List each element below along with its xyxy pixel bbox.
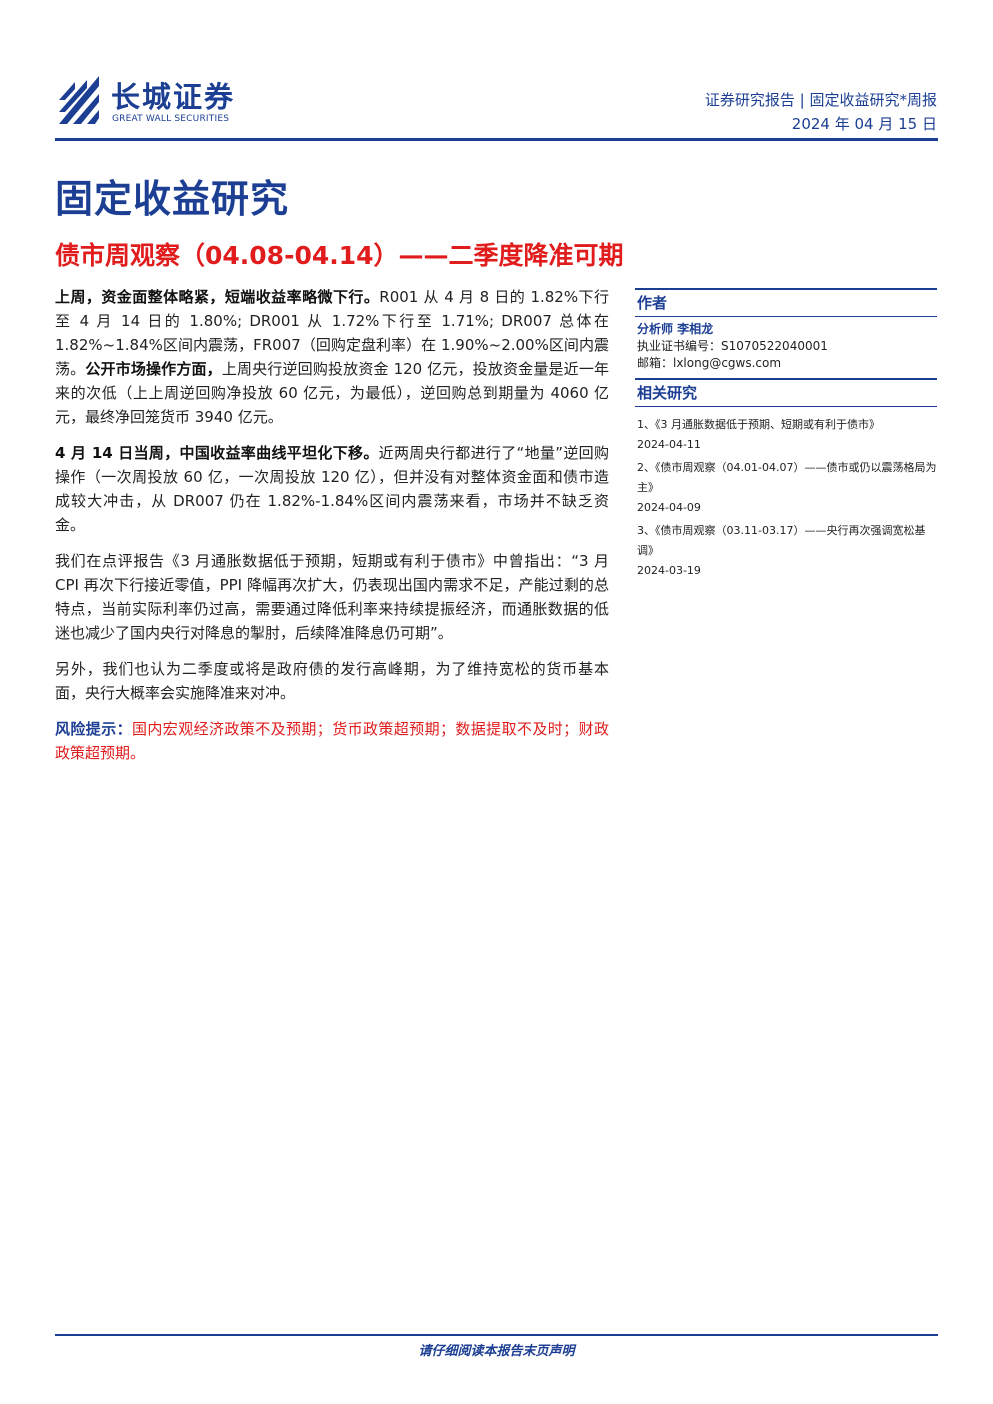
risk-warning: 风险提示：国内宏观经济政策不及预期；货币政策超预期；数据提取不及时；财政政策超预… (55, 717, 609, 765)
related-item[interactable]: 2、《债市周观察（04.01-04.07）——债市或仍以震荡格局为主》 2024… (637, 458, 937, 518)
related-item-date: 2024-04-09 (637, 501, 701, 514)
related-list: 1、《3 月通胀数据低于预期、短期或有利于债市》 2024-04-11 2、《债… (635, 407, 937, 581)
header-meta: 证券研究报告 | 固定收益研究*周报 2024 年 04 月 15 日 (705, 88, 937, 136)
footer-disclaimer: 请仔细阅读本报告末页声明 (418, 1344, 575, 1359)
paragraph-omo-lead: 公开市场操作方面， (85, 360, 222, 378)
brand-logo: 长城证券 GREAT WALL SECURITIES (55, 72, 275, 132)
analyst-email[interactable]: 邮箱：lxlong@cgws.com (637, 356, 782, 370)
risk-label: 风险提示： (55, 720, 132, 738)
related-item-date: 2024-03-19 (637, 564, 701, 577)
related-item-title: 2、《债市周观察（04.01-04.07）——债市或仍以震荡格局为主》 (637, 461, 937, 494)
risk-text: 国内宏观经济政策不及预期；货币政策超预期；数据提取不及时；财政政策超预期。 (55, 720, 609, 762)
paragraph-funds-text: R001 从 4 月 8 日的 1.82%下行至 4 月 14 日的 1.80%… (55, 288, 609, 378)
related-item-title: 1、《3 月通胀数据低于预期、短期或有利于债市》 (637, 418, 880, 431)
paragraph-funds: 上周，资金面整体略紧，短端收益率略微下行。R001 从 4 月 8 日的 1.8… (55, 285, 609, 429)
brand-name-cn: 长城证券 (111, 80, 236, 114)
sidebar: 作者 分析师 李相龙 执业证书编号：S1070522040001 邮箱：lxlo… (635, 288, 937, 584)
paragraph-curve-text: 近两周央行都进行了“地量”逆回购操作（一次周投放 60 亿，一次周投放 120 … (55, 444, 609, 534)
paragraph-curve-lead: 4 月 14 日当周，中国收益率曲线平坦化下移。 (55, 444, 379, 462)
header-divider (55, 138, 938, 141)
author-heading: 作者 (635, 288, 937, 317)
great-wall-logo-icon (59, 76, 99, 124)
paragraph-curve: 4 月 14 日当周，中国收益率曲线平坦化下移。近两周央行都进行了“地量”逆回购… (55, 441, 609, 537)
analyst-name: 分析师 李相龙 (637, 322, 714, 336)
report-category: 证券研究报告 | 固定收益研究*周报 (704, 91, 937, 109)
paragraph-rrr: 另外，我们也认为二季度或将是政府债的发行高峰期，为了维持宽松的货币基本面，央行大… (55, 660, 609, 702)
main-content: 上周，资金面整体略紧，短端收益率略微下行。R001 从 4 月 8 日的 1.8… (55, 285, 609, 777)
section-title: 固定收益研究 (55, 177, 290, 221)
related-heading: 相关研究 (635, 378, 937, 407)
report-date: 2024 年 04 月 15 日 (791, 115, 937, 133)
related-item-date: 2024-04-11 (637, 438, 701, 451)
brand-name-en: GREAT WALL SECURITIES (112, 114, 230, 124)
related-item[interactable]: 1、《3 月通胀数据低于预期、短期或有利于债市》 2024-04-11 (637, 415, 937, 455)
paragraph-omo-text: 上周央行逆回购投放资金 120 亿元，投放资金量是近一年来的次低（上上周逆回购净… (55, 360, 609, 426)
footer-divider (55, 1334, 938, 1336)
related-item-title: 3、《债市周观察（03.11-03.17）——央行再次强调宽松基调》 (637, 524, 926, 557)
paragraph-funds-lead: 上周，资金面整体略紧，短端收益率略微下行。 (55, 288, 380, 306)
report-title: 债市周观察（04.08-04.14）——二季度降准可期 (55, 241, 624, 270)
analyst-license: 执业证书编号：S1070522040001 (637, 339, 828, 353)
paragraph-inflation: 我们在点评报告《3 月通胀数据低于预期，短期或有利于债市》中曾指出：“3 月 C… (55, 552, 609, 642)
related-item[interactable]: 3、《债市周观察（03.11-03.17）——央行再次强调宽松基调》 2024-… (637, 521, 937, 581)
analyst-info: 分析师 李相龙 执业证书编号：S1070522040001 邮箱：lxlong@… (635, 317, 937, 378)
